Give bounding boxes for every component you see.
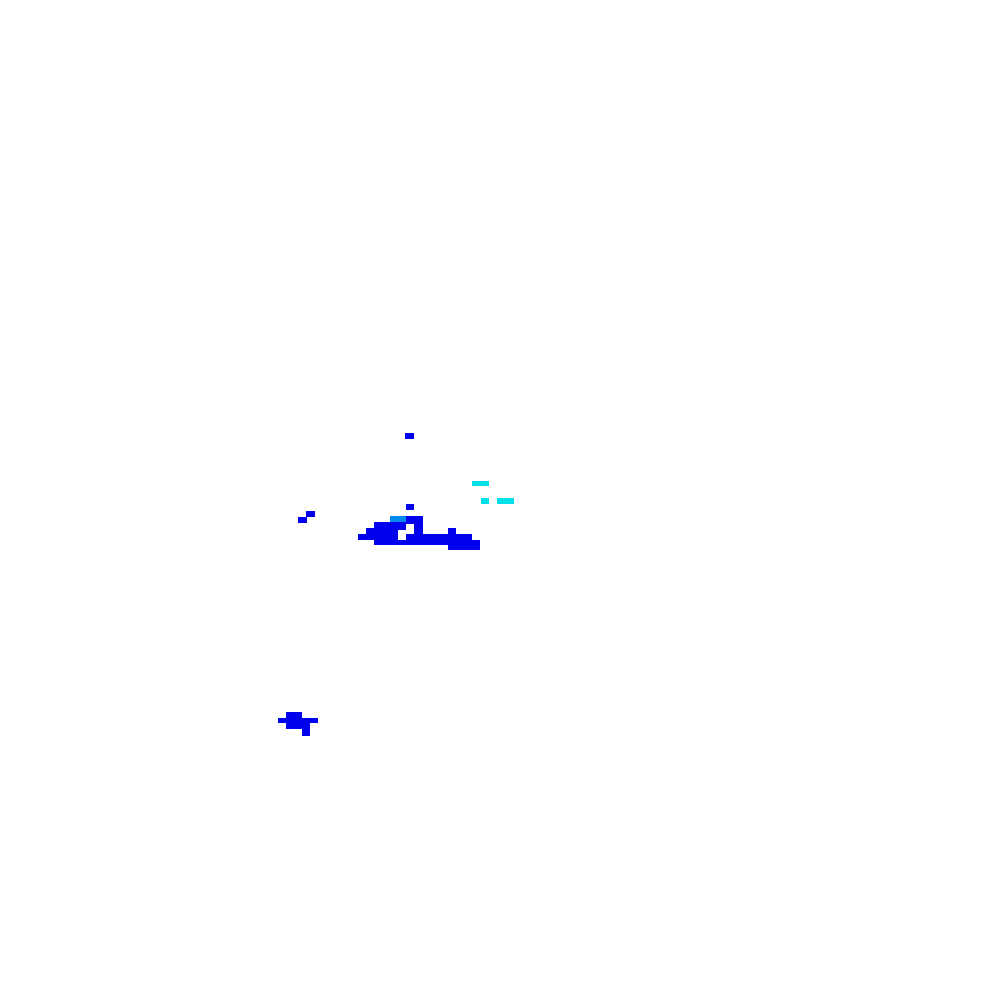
- central-cluster: [358, 504, 480, 550]
- lower-left-cluster: [278, 712, 318, 736]
- upper-speck: [405, 433, 414, 439]
- left-speck: [298, 511, 315, 523]
- right-cyan-specks: [472, 481, 514, 504]
- cluster-accent: [390, 516, 406, 522]
